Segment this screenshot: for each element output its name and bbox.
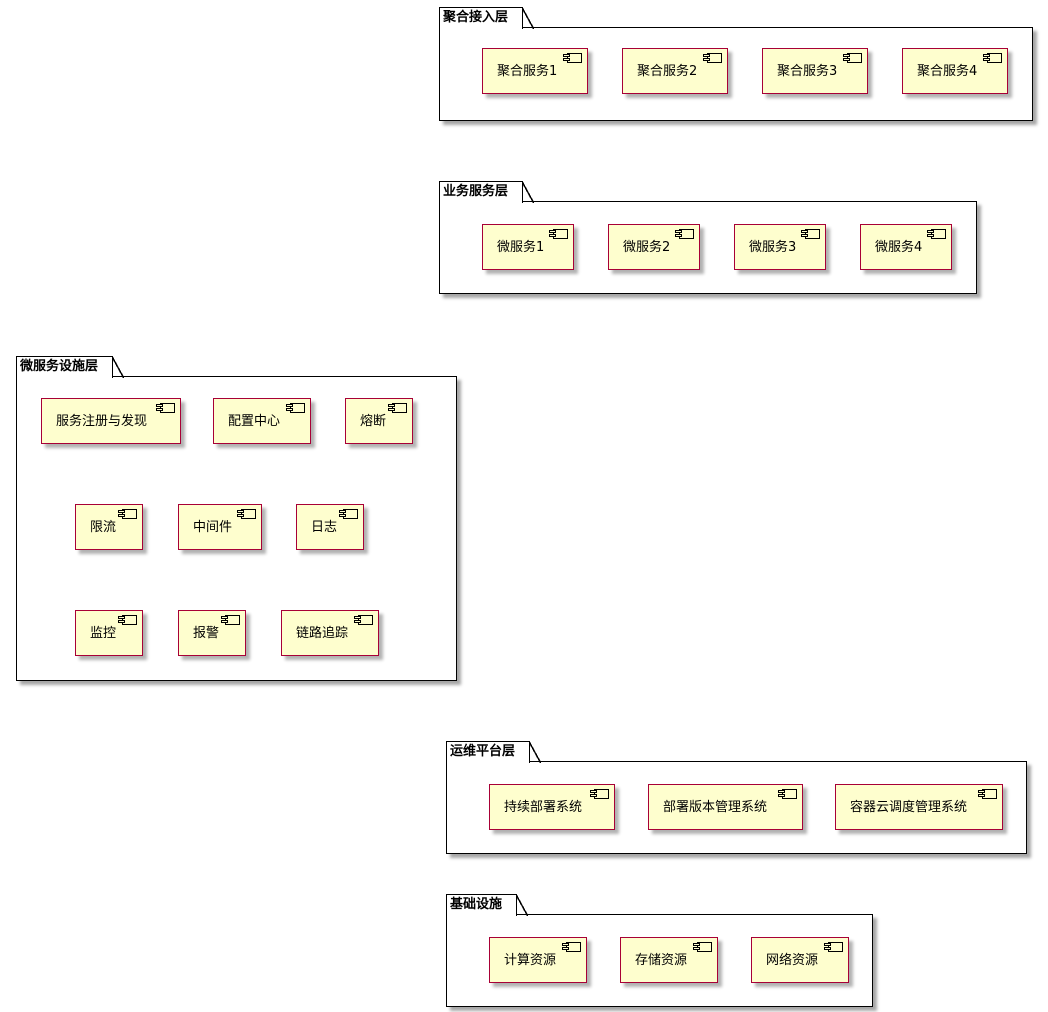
component-aggregation-service-3[interactable]: 聚合服务3	[762, 48, 868, 94]
component-label: 部署版本管理系统	[663, 800, 768, 815]
component-icon	[563, 53, 582, 63]
component-label: 计算资源	[504, 953, 557, 968]
component-microservice-3[interactable]: 微服务3	[734, 224, 826, 270]
component-label: 中间件	[193, 520, 233, 535]
component-label: 链路追踪	[296, 626, 349, 641]
component-icon	[118, 509, 137, 519]
package-body: 聚合服务1 聚合服务2 聚合服务3 聚合服务4	[439, 27, 1033, 121]
component-microservice-1[interactable]: 微服务1	[482, 224, 574, 270]
package-title: 运维平台层	[446, 740, 542, 763]
component-aggregation-service-1[interactable]: 聚合服务1	[482, 48, 588, 94]
component-label: 微服务4	[875, 240, 923, 255]
component-icon	[156, 403, 175, 413]
component-storage-resources[interactable]: 存储资源	[620, 937, 718, 983]
component-icon	[354, 615, 373, 625]
component-label: 服务注册与发现	[56, 414, 148, 429]
component-icon	[703, 53, 722, 63]
component-label: 配置中心	[228, 414, 281, 429]
package-body: 持续部署系统 部署版本管理系统 容器云调度管理系统	[446, 761, 1027, 854]
component-label: 微服务2	[623, 240, 671, 255]
package-title: 聚合接入层	[439, 6, 535, 29]
package-aggregation: 聚合接入层 聚合服务1 聚合服务2 聚合服务3 聚合服务4	[439, 6, 1033, 121]
component-label: 聚合服务1	[497, 64, 558, 79]
component-label: 聚合服务3	[777, 64, 838, 79]
component-microservice-2[interactable]: 微服务2	[608, 224, 700, 270]
package-body: 微服务1 微服务2 微服务3 微服务4	[439, 201, 977, 294]
component-label: 微服务3	[749, 240, 797, 255]
component-alerting[interactable]: 报警	[178, 610, 246, 656]
component-icon	[286, 403, 305, 413]
package-body: 服务注册与发现 配置中心 熔断 限流 中间件 日志 监控 报警	[16, 376, 457, 681]
component-microservice-4[interactable]: 微服务4	[860, 224, 952, 270]
package-body: 计算资源 存储资源 网络资源	[446, 914, 873, 1007]
component-logging[interactable]: 日志	[296, 504, 364, 550]
component-label: 存储资源	[635, 953, 688, 968]
component-icon	[339, 509, 358, 519]
component-aggregation-service-2[interactable]: 聚合服务2	[622, 48, 728, 94]
package-title: 微服务设施层	[16, 355, 125, 378]
package-ops: 运维平台层 持续部署系统 部署版本管理系统 容器云调度管理系统	[446, 740, 1027, 854]
component-network-resources[interactable]: 网络资源	[751, 937, 849, 983]
component-compute-resources[interactable]: 计算资源	[489, 937, 587, 983]
component-icon	[549, 229, 568, 239]
component-icon	[978, 789, 997, 799]
component-circuit-breaker[interactable]: 熔断	[345, 398, 413, 444]
component-icon	[237, 509, 256, 519]
package-infra-microservice: 微服务设施层 服务注册与发现 配置中心 熔断 限流 中间件 日志 监控	[16, 355, 457, 681]
component-label: 限流	[90, 520, 117, 535]
component-icon	[118, 615, 137, 625]
component-label: 报警	[193, 626, 220, 641]
component-aggregation-service-4[interactable]: 聚合服务4	[902, 48, 1008, 94]
package-title: 业务服务层	[439, 180, 535, 203]
component-label: 监控	[90, 626, 117, 641]
component-label: 网络资源	[766, 953, 819, 968]
component-container-scheduler[interactable]: 容器云调度管理系统	[835, 784, 1003, 830]
component-icon	[983, 53, 1002, 63]
component-middleware[interactable]: 中间件	[178, 504, 262, 550]
component-label: 持续部署系统	[504, 800, 583, 815]
component-label: 聚合服务2	[637, 64, 698, 79]
component-label: 熔断	[360, 414, 387, 429]
component-label: 微服务1	[497, 240, 545, 255]
package-business: 业务服务层 微服务1 微服务2 微服务3 微服务4	[439, 180, 977, 294]
component-icon	[843, 53, 862, 63]
package-base: 基础设施 计算资源 存储资源 网络资源	[446, 893, 873, 1007]
component-icon	[562, 942, 581, 952]
component-icon	[927, 229, 946, 239]
component-continuous-deploy[interactable]: 持续部署系统	[489, 784, 615, 830]
component-icon	[801, 229, 820, 239]
component-icon	[693, 942, 712, 952]
component-rate-limit[interactable]: 限流	[75, 504, 143, 550]
package-title: 基础设施	[446, 893, 529, 916]
component-monitoring[interactable]: 监控	[75, 610, 143, 656]
component-icon	[675, 229, 694, 239]
component-icon	[388, 403, 407, 413]
component-label: 日志	[311, 520, 338, 535]
component-icon	[590, 789, 609, 799]
component-label: 容器云调度管理系统	[850, 800, 968, 815]
component-service-registry[interactable]: 服务注册与发现	[41, 398, 181, 444]
component-icon	[221, 615, 240, 625]
component-label: 聚合服务4	[917, 64, 978, 79]
component-config-center[interactable]: 配置中心	[213, 398, 311, 444]
component-version-management[interactable]: 部署版本管理系统	[648, 784, 803, 830]
component-icon	[824, 942, 843, 952]
component-icon	[778, 789, 797, 799]
component-tracing[interactable]: 链路追踪	[281, 610, 379, 656]
